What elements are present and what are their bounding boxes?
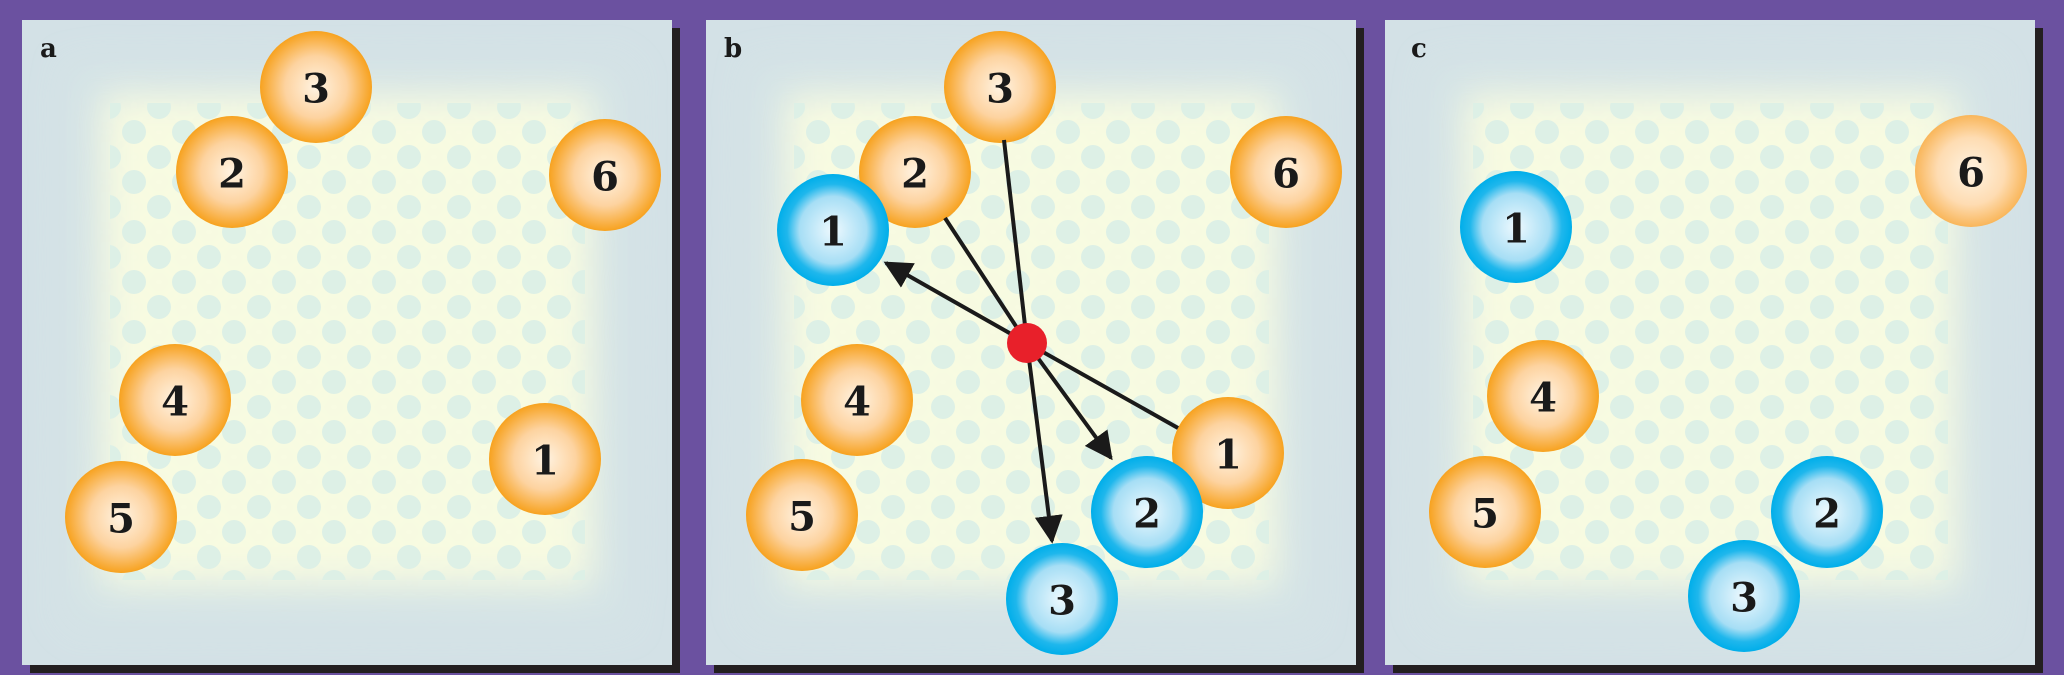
svg-text:3: 3 [986,66,1014,113]
svg-text:2: 2 [901,151,929,198]
panel-a: a 3 2 6 4 1 5 [22,20,680,673]
particle-orange-3: 3 [260,31,372,143]
particle-orange-2: 2 [859,116,971,228]
svg-text:4: 4 [843,379,871,426]
line-from-orange-2 [943,216,1029,345]
particle-orange-5: 5 [746,459,858,571]
particle-blue-1: 1 [777,174,889,286]
particle-blue-3: 3 [1688,540,1800,652]
panel-c: c 6 1 4 5 2 3 [1385,20,2043,673]
svg-text:1: 1 [819,209,847,256]
svg-text:4: 4 [1529,375,1557,422]
particle-blue-2: 2 [1771,456,1883,568]
particle-orange-6: 6 [1915,115,2027,227]
svg-text:1: 1 [1502,206,1530,253]
svg-text:2: 2 [1813,491,1841,538]
svg-text:1: 1 [531,438,559,485]
svg-text:5: 5 [1471,491,1499,538]
particle-orange-4: 4 [1487,340,1599,452]
particle-orange-5: 5 [65,461,177,573]
particle-orange-6: 6 [1230,116,1342,228]
svg-text:1: 1 [1214,432,1242,479]
reaction-center-dot [1007,323,1047,363]
particle-orange-6: 6 [549,119,661,231]
particle-orange-4: 4 [801,344,913,456]
particle-orange-3: 3 [944,31,1056,143]
line-from-orange-1 [1026,341,1179,430]
svg-text:3: 3 [1048,578,1076,625]
panel-label: a [40,34,57,64]
arrow-to-blue-3 [1025,342,1063,544]
panel-label: b [724,34,742,64]
arrow-to-blue-2 [1025,341,1113,461]
svg-text:6: 6 [1957,150,1985,197]
particle-orange-1: 1 [489,403,601,515]
interaction-lines [883,139,1179,544]
line-from-orange-3 [1002,139,1029,344]
particle-blue-3: 3 [1006,543,1118,655]
svg-text:4: 4 [161,379,189,426]
svg-text:6: 6 [1272,151,1300,198]
svg-text:2: 2 [218,151,246,198]
svg-text:2: 2 [1133,491,1161,538]
svg-text:6: 6 [591,154,619,201]
panel-label: c [1411,34,1427,64]
particle-blue-1: 1 [1460,171,1572,283]
svg-text:5: 5 [788,494,816,541]
panel-b: b 3 2 6 4 1 5 1 2 3 [706,20,1364,673]
arrow-to-blue-1 [883,261,1028,345]
particle-orange-4: 4 [119,344,231,456]
svg-text:5: 5 [107,496,135,543]
particle-orange-2: 2 [176,116,288,228]
svg-text:3: 3 [1730,575,1758,622]
particle-orange-1: 1 [1172,397,1284,509]
particle-blue-2: 2 [1091,456,1203,568]
particle-orange-5: 5 [1429,456,1541,568]
svg-text:3: 3 [302,66,330,113]
